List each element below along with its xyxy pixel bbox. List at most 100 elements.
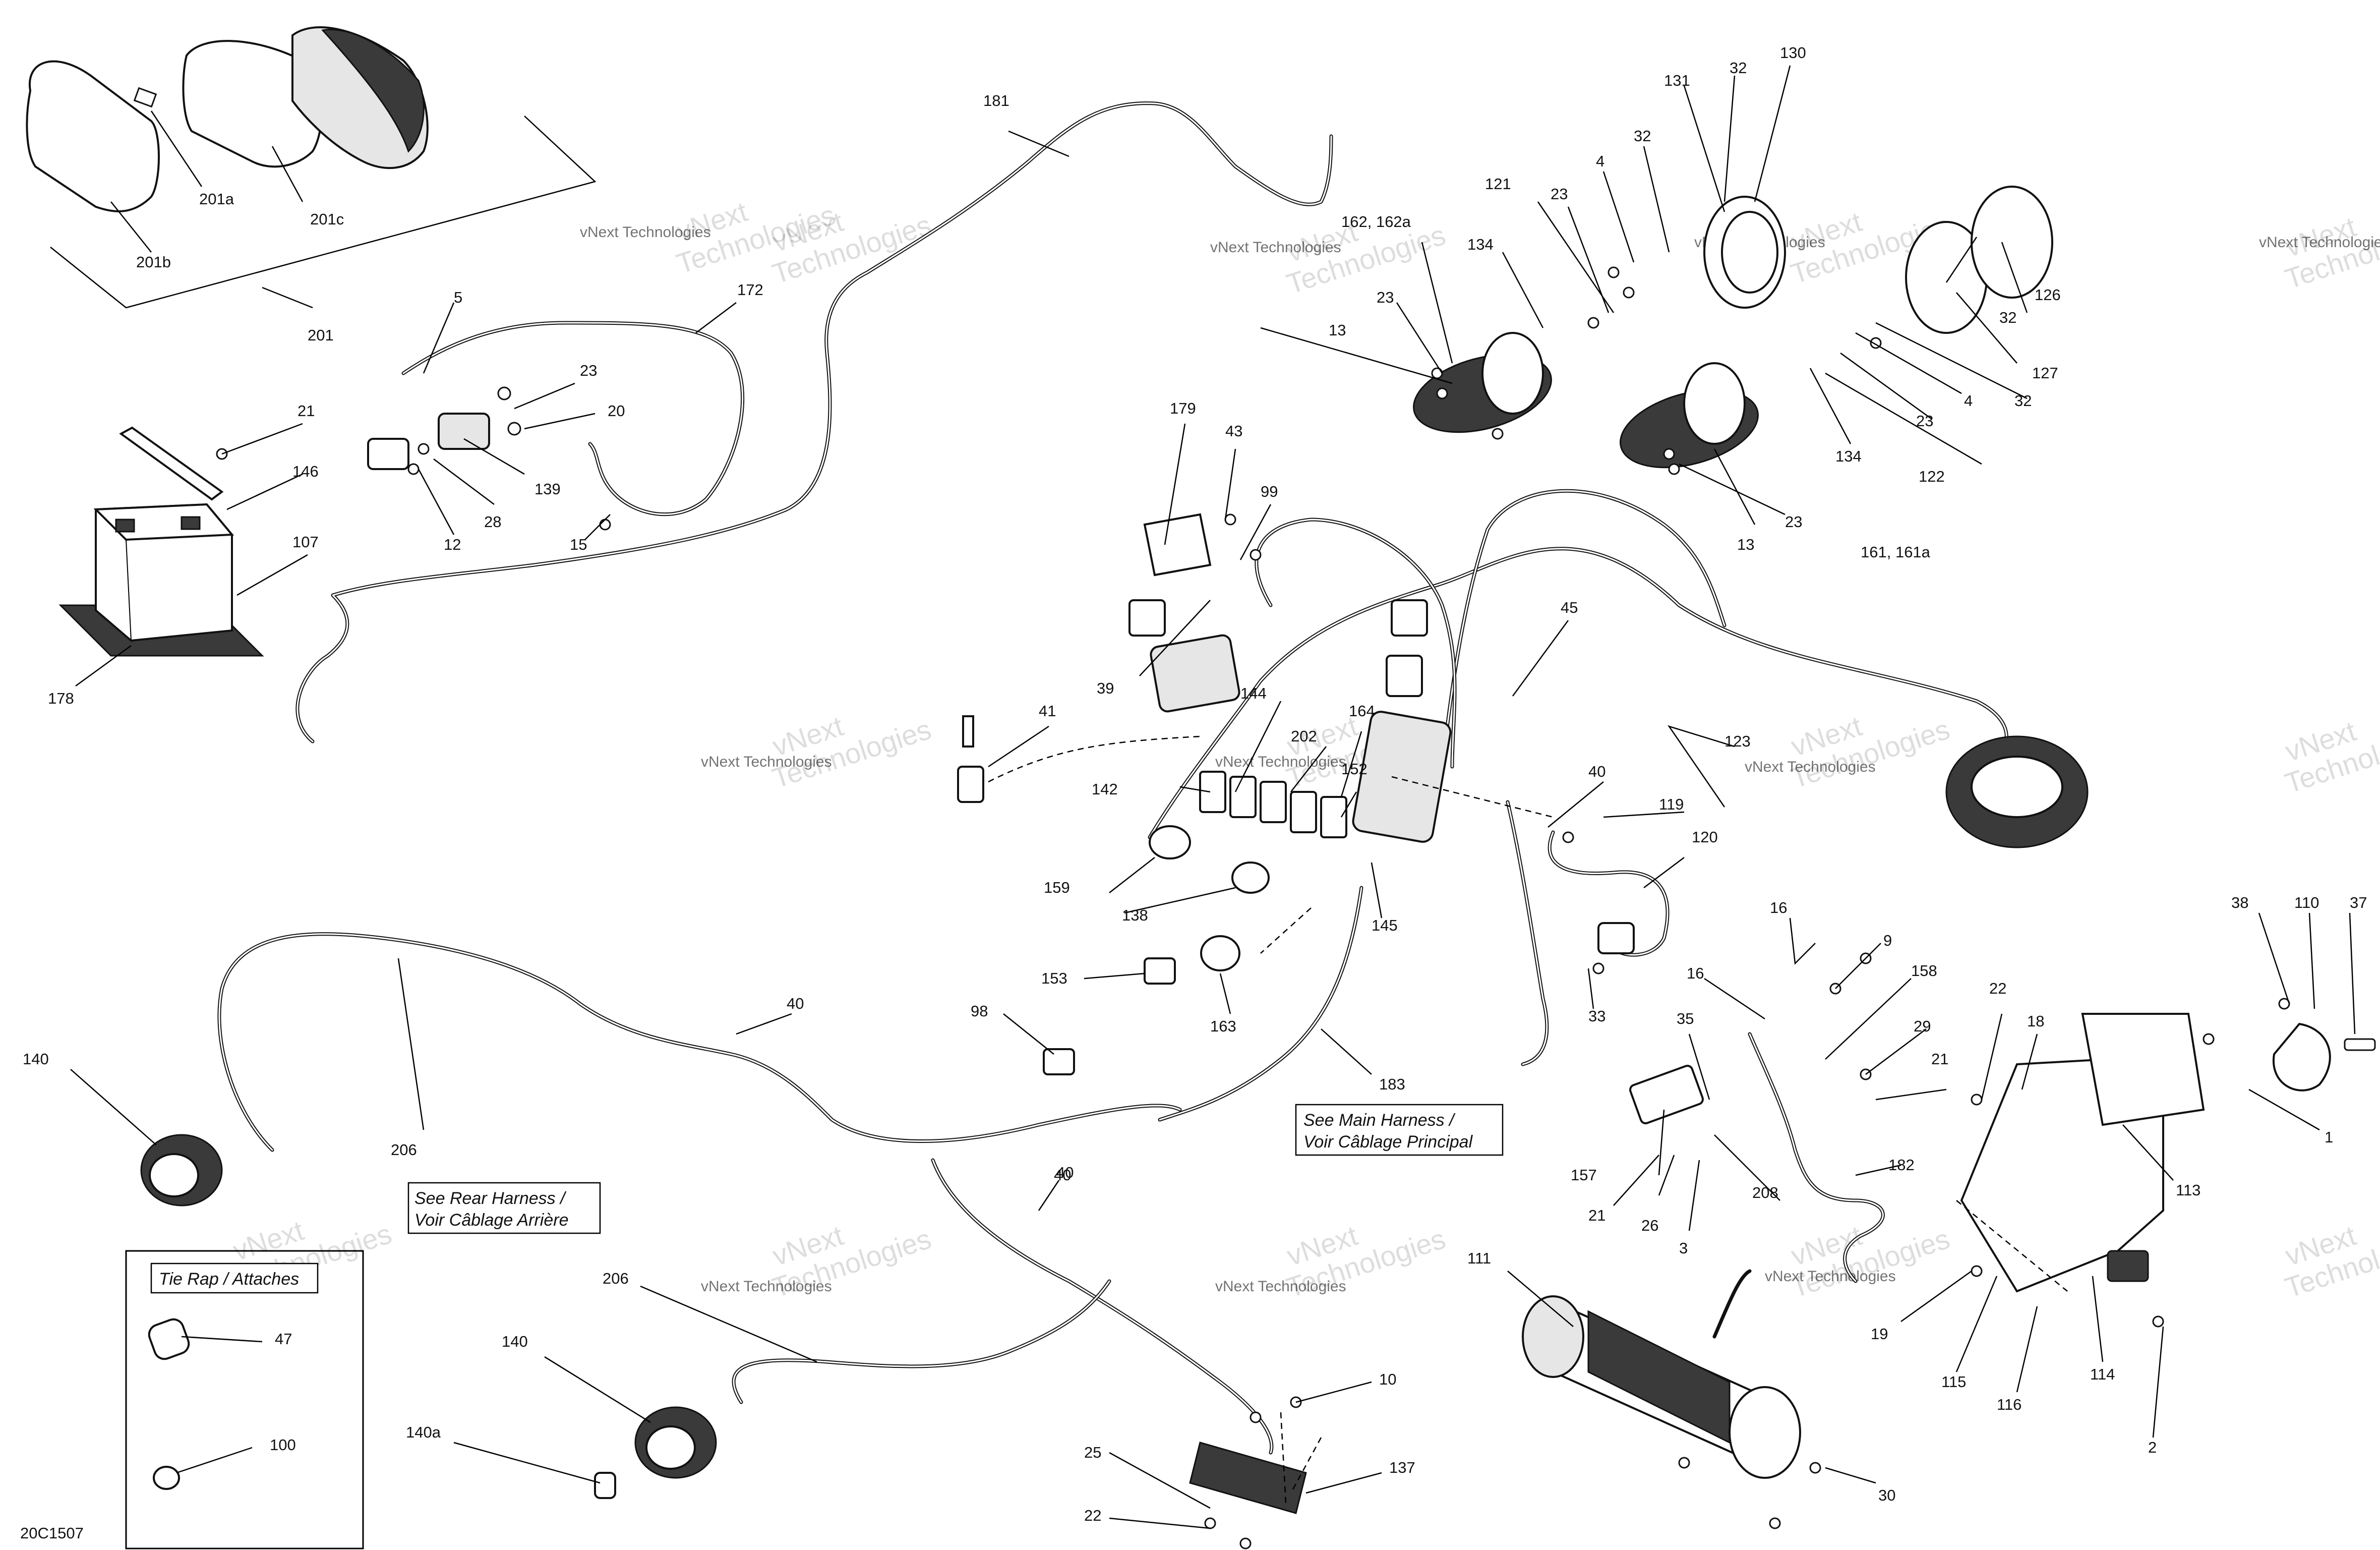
callout-113: 113 (2176, 1181, 2200, 1199)
rear-harness-note-line1: See Rear Harness / (414, 1189, 567, 1208)
solenoid (367, 386, 521, 475)
callout-140a: 140a (406, 1423, 441, 1441)
callout-18: 18 (2027, 1012, 2044, 1030)
switch-153 (1144, 957, 1176, 985)
callout-47: 47 (275, 1330, 292, 1348)
callout-13: 13 (1329, 321, 1346, 339)
callout-115: 115 (1941, 1373, 1966, 1391)
callout-21-b: 21 (1931, 1050, 1948, 1068)
callout-158: 158 (1911, 962, 1937, 980)
headlight-right (1620, 186, 2053, 469)
callout-206-a: 206 (391, 1141, 417, 1159)
diagram-code: 20C1507 (20, 1524, 84, 1542)
harness-206 (217, 932, 1182, 1152)
callout-134: 134 (1467, 236, 1494, 253)
callout-152: 152 (1341, 760, 1367, 778)
callout-30: 30 (1878, 1486, 1895, 1504)
callout-142: 142 (1092, 780, 1118, 798)
callout-32-c: 32 (1999, 309, 2016, 326)
winch (1522, 1295, 1801, 1479)
callout-15: 15 (570, 536, 587, 553)
light-140-b (594, 1406, 717, 1499)
callout-23-d: 23 (1916, 412, 1933, 430)
tie-rap-box: Tie Rap / Attaches (125, 1250, 364, 1549)
callout-40-a: 40 (787, 995, 804, 1012)
outlet-163 (1200, 935, 1240, 971)
watermark-caption: vNext Technologies (2259, 234, 2380, 251)
watermark: vNext Technologies (2281, 715, 2380, 799)
callout-4: 4 (1596, 152, 1604, 170)
callout-111: 111 (1467, 1249, 1491, 1267)
callout-32: 32 (1634, 127, 1651, 145)
callout-140-b: 140 (502, 1333, 528, 1350)
callout-40-c: 40 (1588, 763, 1605, 780)
harness-main-upper (1440, 489, 1727, 769)
wire-harnesses (217, 101, 2008, 1455)
main-harness-note-line2: Voir Câblage Principal (1303, 1132, 1473, 1152)
callout-161: 161, 161a (1861, 543, 1931, 561)
callout-32-d: 32 (2014, 392, 2032, 410)
callout-146: 146 (292, 463, 319, 480)
watermark: vNext Technologies vNext Technologies (701, 1219, 935, 1304)
battery (58, 426, 264, 657)
callout-137: 137 (1389, 1459, 1415, 1476)
callout-163: 163 (1210, 1017, 1236, 1035)
actuator-right (1945, 735, 2089, 848)
watermark: vNext Technologies (2281, 1219, 2380, 1304)
callout-182: 182 (1888, 1156, 1915, 1174)
callout-164: 164 (1349, 702, 1375, 720)
callout-43: 43 (1225, 422, 1242, 440)
callout-153: 153 (1041, 969, 1067, 987)
rear-harness-note-line2: Voir Câblage Arrière (414, 1211, 569, 1230)
fuse-box (957, 513, 1452, 843)
callout-107: 107 (292, 533, 319, 551)
callout-20: 20 (608, 402, 625, 420)
callout-162: 162, 162a (1341, 213, 1411, 231)
callout-37: 37 (2350, 894, 2367, 911)
callout-40-d: 40 (1054, 1166, 1071, 1184)
callout-172: 172 (737, 281, 763, 299)
callout-41: 41 (1039, 702, 1056, 720)
callout-21: 21 (298, 402, 315, 420)
callout-201c: 201c (310, 210, 344, 228)
callout-126: 126 (2035, 286, 2061, 304)
callout-206-b: 206 (603, 1270, 629, 1287)
parts (26, 26, 2376, 1549)
callout-16: 16 (1770, 899, 1787, 916)
watermark-caption: vNext Technologies (1210, 239, 1341, 256)
callout-201a: 201a (199, 190, 234, 208)
watermark: vNext Technologies vNext Technologies (1765, 1219, 1953, 1304)
callout-21-c: 21 (1588, 1207, 1605, 1224)
watermark-caption: vNext Technologies (701, 1278, 832, 1295)
callout-208: 208 (1752, 1184, 1778, 1201)
callout-144: 144 (1240, 684, 1267, 702)
callout-19: 19 (1871, 1325, 1888, 1343)
callout-145: 145 (1372, 916, 1398, 934)
callout-13-b: 13 (1737, 536, 1754, 553)
watermark: vNext Technologies vNext Technologies (1745, 710, 1953, 794)
callout-121: 121 (1485, 175, 1511, 193)
watermark-caption: vNext Technologies (1765, 1268, 1896, 1285)
callout-1: 1 (2325, 1128, 2333, 1146)
callout-123: 123 (1724, 732, 1751, 750)
callout-23: 23 (580, 362, 597, 379)
callout-23-e: 23 (1785, 513, 1802, 531)
callout-29: 29 (1914, 1017, 1931, 1035)
callout-32-b: 32 (1730, 59, 1747, 77)
harness-206-lower (931, 1158, 1274, 1455)
callout-122: 122 (1919, 468, 1945, 485)
callout-181: 181 (983, 92, 1009, 109)
plug-98 (1043, 1048, 1075, 1075)
callout-2: 2 (2148, 1439, 2157, 1456)
switch-159 (1149, 825, 1191, 859)
callout-159: 159 (1044, 879, 1070, 896)
callout-45: 45 (1561, 599, 1578, 616)
watermark-caption: vNext Technologies (1745, 759, 1876, 775)
gauge-cluster (26, 26, 429, 212)
tie-rap-47 (148, 1318, 190, 1360)
watermark: vNext Technologies vNext Technologies (1215, 1219, 1449, 1304)
tie-rap-100 (153, 1466, 180, 1490)
callout-139: 139 (534, 480, 561, 498)
dashed-lines (988, 735, 2068, 1504)
watermark-caption: vNext Technologies (701, 754, 832, 770)
